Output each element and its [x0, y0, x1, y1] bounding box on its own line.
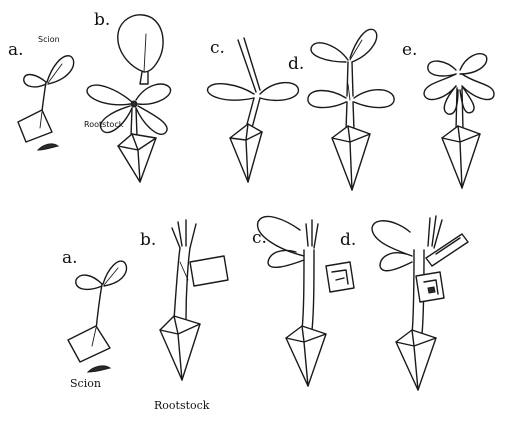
top-b-rootstock-plant	[87, 84, 171, 182]
bottom-d-letter: d.	[340, 232, 356, 249]
top-e-letter: e.	[402, 42, 417, 59]
top-b-rootstock-label: Rootstock	[84, 121, 123, 129]
bottom-c-graft-clip	[326, 262, 354, 292]
top-d-grafted-plant	[308, 29, 394, 190]
bottom-a-scion-label: Scion	[70, 378, 101, 389]
bottom-a-letter: a.	[62, 250, 78, 267]
bottom-c-grafted-plant	[258, 217, 326, 386]
bottom-b-rootstock-label: Rootstock	[154, 400, 209, 411]
bottom-b-cutting-card	[190, 256, 228, 286]
bottom-b-letter: b.	[140, 232, 156, 249]
top-e-established-plant	[424, 54, 494, 188]
top-c-letter: c.	[210, 40, 225, 57]
bottom-a-cut-stem-piece	[88, 366, 110, 372]
top-a-scion-label: Scion	[38, 36, 60, 44]
top-c-grafting-plant	[208, 38, 299, 182]
bottom-b-rootstock	[160, 220, 200, 380]
bottom-d-grafted-plant	[372, 216, 442, 390]
bottom-a-cutting-card	[68, 326, 110, 362]
top-a-cutting-card	[18, 110, 52, 142]
bottom-c-letter: c.	[252, 230, 267, 247]
bottom-d-graft-clip	[416, 272, 444, 302]
top-b-detached-leaf	[118, 15, 163, 84]
top-d-letter: d.	[288, 56, 304, 73]
top-a-letter: a.	[8, 42, 24, 59]
bottom-a-scion-seedling	[76, 261, 127, 330]
top-a-cut-stem-piece	[38, 144, 58, 150]
top-b-letter: b.	[94, 12, 110, 29]
